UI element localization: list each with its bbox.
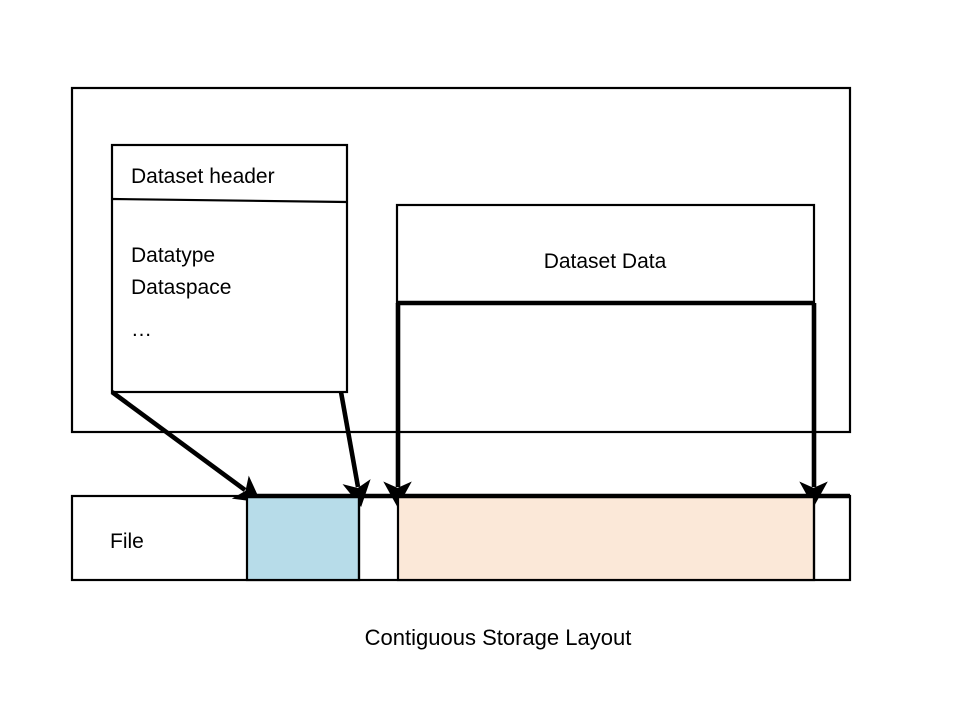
header-to-file-arrow [110,390,262,503]
dataset-header-line-ellipsis: … [131,318,152,341]
diagram-caption: Contiguous Storage Layout [365,625,632,650]
dataset-header-divider [111,197,348,204]
header-end-to-file-arrow [338,391,371,508]
dataset-header-box [110,143,349,394]
dataset-header-label: Dataset header [131,165,275,188]
memory-container [70,86,852,434]
file-data-block-segment [396,494,816,582]
file-label: File [110,530,144,553]
dataset-header-line-datatype: Datatype [131,244,215,267]
dataset-header-line-dataspace: Dataspace [131,276,231,299]
file-header-block-segment [245,494,361,582]
dataset-data-label: Dataset Data [544,250,667,273]
